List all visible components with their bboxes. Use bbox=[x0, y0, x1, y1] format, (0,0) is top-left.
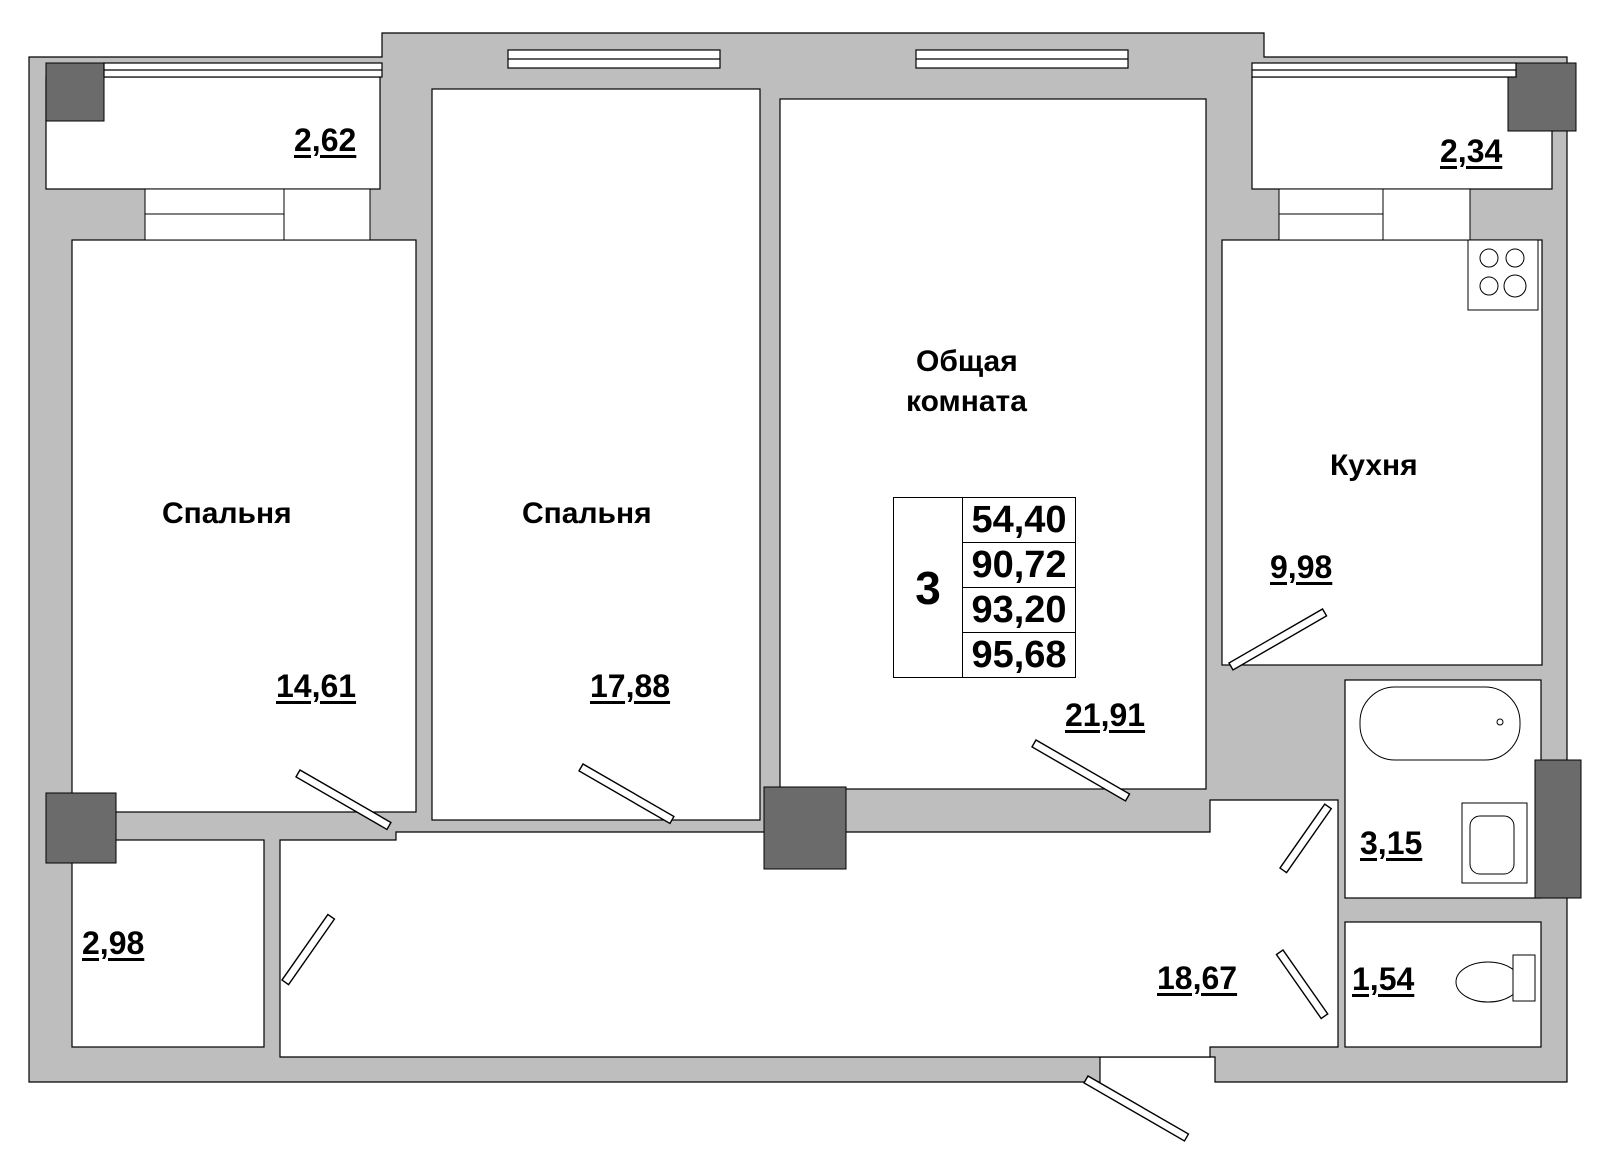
columns bbox=[45, 62, 1582, 899]
bedroom-2-floor bbox=[431, 88, 761, 821]
area-summary-table: 3 54,40 90,72 93,20 95,68 bbox=[893, 497, 1076, 678]
summary-area-with-balconies: 95,68 bbox=[971, 634, 1067, 676]
kitchen-floor bbox=[1221, 239, 1543, 666]
area-kitchen: 9,98 bbox=[1270, 549, 1333, 585]
summary-area-with-coef: 93,20 bbox=[963, 588, 1075, 633]
hallway-floor bbox=[279, 799, 1339, 1058]
area-storage: 2,98 bbox=[82, 925, 145, 961]
storage-floor bbox=[71, 839, 265, 1048]
summary-living-area: 54,40 bbox=[963, 498, 1075, 543]
area-toilet: 1,54 bbox=[1352, 961, 1415, 997]
area-bathroom: 3,15 bbox=[1360, 825, 1423, 861]
rooms-count: 3 bbox=[894, 498, 963, 677]
bathtub bbox=[1359, 686, 1521, 761]
toilet-bowl bbox=[1455, 961, 1521, 1003]
balcony-right-floor bbox=[1251, 76, 1553, 190]
area-bedroom-2: 17,88 bbox=[590, 668, 671, 704]
doors bbox=[281, 608, 1333, 1142]
room-name-living-line1: Общая bbox=[916, 345, 1018, 378]
windows bbox=[103, 49, 1517, 78]
area-balcony-right: 2,34 bbox=[1440, 133, 1503, 169]
area-living-room: 21,91 bbox=[1065, 697, 1146, 733]
area-balcony-left: 2,62 bbox=[294, 122, 357, 158]
area-bedroom-1: 14,61 bbox=[276, 668, 357, 704]
stove bbox=[1467, 239, 1539, 311]
bedroom-1-floor bbox=[71, 239, 417, 813]
summary-total-area: 90,72 bbox=[963, 543, 1075, 588]
room-name-living-line2: комната bbox=[906, 385, 1027, 418]
area-hallway: 18,67 bbox=[1157, 960, 1238, 996]
room-name-kitchen: Кухня bbox=[1330, 449, 1418, 482]
room-name-bedroom-1: Спальня bbox=[162, 497, 292, 530]
room-name-bedroom-2: Спальня bbox=[522, 497, 652, 530]
living-room-floor bbox=[779, 98, 1207, 790]
fixtures bbox=[1359, 239, 1539, 1003]
